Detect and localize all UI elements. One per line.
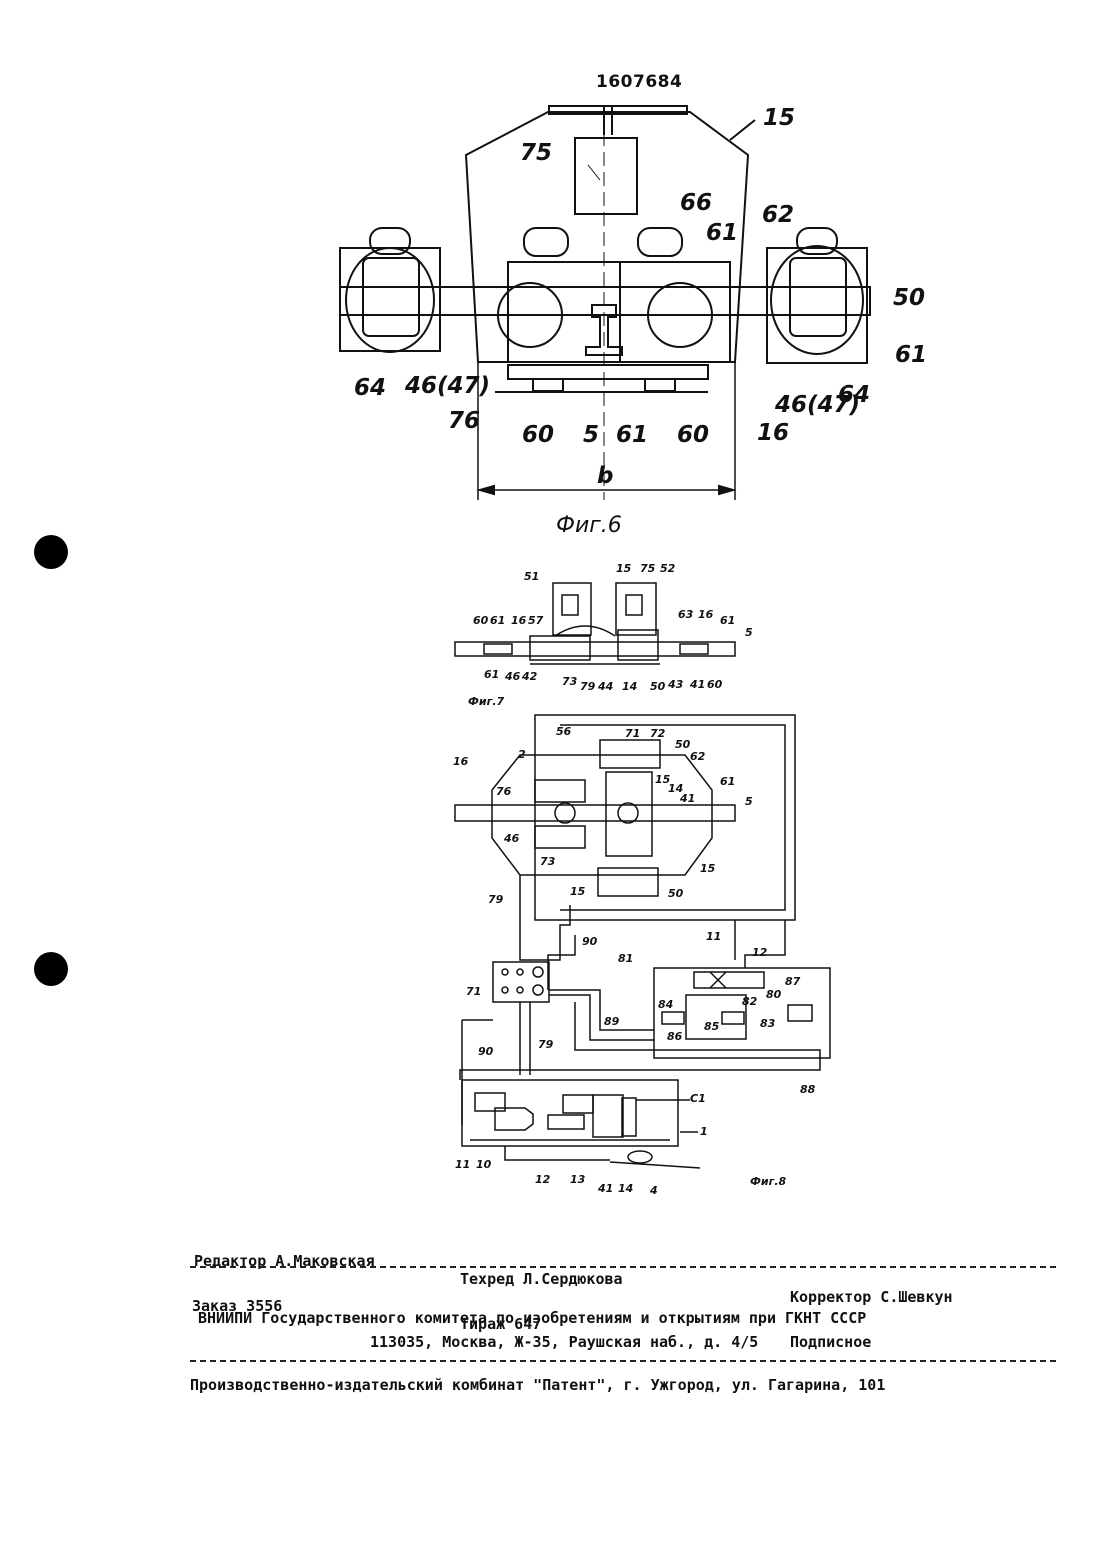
fig7-label: 73 [562,675,578,688]
fig8-label: 11 [455,1158,470,1171]
fig7-label: 16 [511,614,527,627]
fig7-label: 51 [524,570,539,583]
fig8-caption: Фиг.8 [750,1175,787,1188]
fig8-label: 87 [785,975,801,988]
fig6-label: 46(47) [404,373,490,399]
figure-8-labels: 56 71 72 50 62 2 16 76 15 14 41 61 5 46 … [453,725,816,1197]
fig8-label: 12 [535,1173,551,1186]
fig8-label: 15 [700,862,716,875]
fig8-label: 4 [649,1184,658,1197]
fig6-caption: Фиг.6 [556,513,622,538]
fig8-label: 62 [690,750,706,763]
publisher-line: Производственно-издательский комбинат "П… [190,1376,1060,1394]
fig6-label: 66 [680,190,712,216]
fig8-label: 1 [700,1125,708,1138]
fig6-label: 60 [677,422,709,448]
figure-7-labels: 51 15 75 52 60 61 16 57 63 16 61 5 61 46… [468,562,753,708]
divider [190,1266,1056,1268]
fig8-label: 72 [650,727,666,740]
fig8-label: 13 [570,1173,586,1186]
fig7-caption: Фиг.7 [468,695,505,708]
fig7-label: 16 [698,608,714,621]
fig8-label: 14 [618,1182,633,1195]
fig6-label: 76 [448,408,480,434]
fig6-label: 60 [522,422,554,448]
fig6-label: 15 [763,105,795,131]
fig6-label: 64 [354,375,386,401]
fig8-label: 88 [800,1083,816,1096]
fig8-label: 5 [745,795,753,808]
fig7-label: 60 [707,678,723,691]
fig8-label: 2 [518,748,526,761]
fig8-label: 71 [625,727,640,740]
fig8-label: 86 [667,1030,683,1043]
fig8-label: 85 [704,1020,720,1033]
fig6-label: 75 [520,140,552,166]
fig8-label: 12 [752,946,768,959]
fig8-label: 50 [668,887,684,900]
fig7-label: 52 [660,562,676,575]
fig8-label: 46 [503,832,520,845]
fig6-label: 61 [895,342,927,368]
fig8-label: 90 [582,935,598,948]
fig7-label: 60 [473,614,489,627]
fig6-label: 5 [583,422,599,448]
fig8-label: 10 [476,1158,492,1171]
fig7-label: 42 [521,670,538,683]
fig7-label: 75 [640,562,656,575]
fig7-label: 44 [597,680,613,693]
fig7-label: 5 [745,626,753,639]
divider [190,1360,1056,1362]
fig6-label: 61 [616,422,648,448]
drawings: 15 75 66 61 62 50 61 64 46(47) 64 46(47)… [0,0,1105,1230]
fig8-label: 16 [453,755,469,768]
fig8-label: 84 [658,998,673,1011]
fig7-label: 50 [650,680,666,693]
fig8-label: 80 [766,988,782,1001]
fig7-label: 46 [504,670,521,683]
figure-8-drawing [455,715,830,1168]
organization-line-1: ВНИИПИ Государственного комитета по изоб… [198,1309,1068,1327]
fig7-label: 61 [720,614,735,627]
fig7-label: 41 [689,678,705,691]
fig8-label: 90 [478,1045,494,1058]
fig7-label: 57 [528,614,544,627]
fig8-label: 41 [679,792,695,805]
fig7-label: 61 [484,668,499,681]
fig8-label: 71 [466,985,481,998]
fig8-label: 41 [597,1182,613,1195]
organization-line-2: 113035, Москва, Ж-35, Раушская наб., д. … [370,1333,1105,1351]
fig7-label: 14 [622,680,637,693]
fig8-label: 79 [538,1038,554,1051]
fig8-label: 82 [742,995,758,1008]
fig8-label: 15 [570,885,586,898]
fig8-label: 73 [540,855,556,868]
fig6-label: 50 [893,285,925,311]
fig6-label: 62 [762,202,794,228]
fig6-label: 46(47) [774,392,860,418]
fig8-label: 50 [675,738,691,751]
fig8-label: 11 [706,930,721,943]
fig8-label: 81 [618,952,633,965]
fig8-label: C1 [690,1092,706,1105]
fig6-label: 61 [706,220,738,246]
fig6-label: 16 [757,420,789,446]
fig7-label: 79 [580,680,596,693]
fig8-label: 89 [604,1015,620,1028]
fig7-label: 61 [490,614,505,627]
fig8-label: 61 [720,775,735,788]
fig8-label: 83 [760,1017,776,1030]
fig8-label: 56 [556,725,572,738]
fig6-label: b [597,463,613,489]
fig7-label: 15 [616,562,632,575]
fig7-label: 63 [678,608,694,621]
fig7-label: 43 [667,678,684,691]
figure-6-drawing [340,106,870,500]
fig8-label: 76 [496,785,512,798]
fig8-label: 79 [488,893,504,906]
